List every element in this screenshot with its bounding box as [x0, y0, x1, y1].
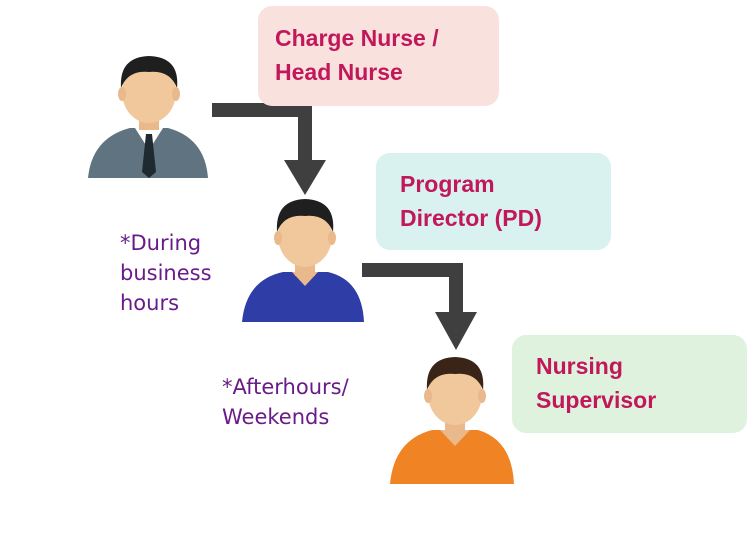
note-after-hours: *Afterhours/ Weekends	[222, 372, 349, 432]
note-line: business	[120, 261, 212, 285]
note-business-hours: *During business hours	[120, 228, 212, 318]
arrow-charge-to-pd	[212, 103, 326, 195]
role-label-line: Head Nurse	[275, 59, 403, 85]
role-label-line: Nursing	[536, 353, 623, 379]
note-line: *Afterhours/	[222, 375, 349, 399]
note-line: Weekends	[222, 405, 330, 429]
person-orange-shirt-icon	[390, 357, 514, 484]
role-box-charge-nurse: Charge Nurse / Head Nurse	[258, 6, 499, 106]
role-label-line: Director (PD)	[400, 205, 542, 231]
role-label-line: Program	[400, 171, 495, 197]
note-line: *During	[120, 231, 202, 255]
person-blue-shirt-icon	[242, 199, 364, 322]
role-box-program-director: Program Director (PD)	[376, 153, 611, 250]
role-label-line: Charge Nurse /	[275, 25, 439, 51]
note-line: hours	[120, 291, 180, 315]
role-box-nursing-supervisor: Nursing Supervisor	[512, 335, 747, 433]
arrow-pd-to-supervisor	[362, 263, 477, 350]
person-suit-icon	[88, 56, 208, 178]
role-label-line: Supervisor	[536, 387, 657, 413]
